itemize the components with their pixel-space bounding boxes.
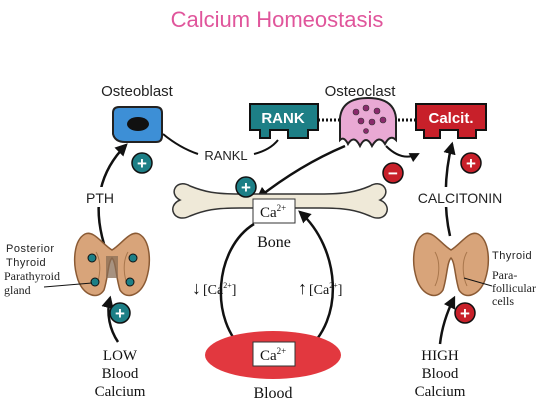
pth-label: PTH — [86, 190, 114, 206]
svg-text:+: + — [466, 154, 476, 173]
calcit-plus-badge: + — [460, 152, 482, 174]
left-gland-line4: gland — [4, 283, 31, 297]
low-calcium-line1: LOW — [103, 348, 138, 364]
osteoclast-minus-badge: − — [382, 162, 404, 184]
left-gland-line2: Thyroid — [6, 257, 46, 269]
left-gland-line1: Posterior — [6, 243, 55, 255]
thyroid-plus-badge: + — [454, 302, 476, 324]
svg-text:↑[Ca2+]: ↑[Ca2+] — [298, 278, 342, 298]
osteoclast-cell — [339, 96, 397, 149]
blood-calcium-symbol: Ca — [260, 348, 277, 364]
blood-label: Blood — [253, 385, 292, 402]
bone-calcium-box — [252, 198, 296, 224]
bone-calcium-symbol: Ca — [260, 205, 277, 221]
flow-increase-arrow: ↑ — [298, 278, 307, 298]
flow-increase-close: ] — [338, 283, 343, 298]
svg-text:+: + — [460, 304, 470, 323]
rank-receptor: RANK — [249, 103, 319, 139]
svg-text:Ca2+: Ca2+ — [260, 203, 286, 221]
svg-text:+: + — [115, 304, 125, 323]
thyroid-gland — [412, 232, 490, 297]
flow-decrease-charge: 2+ — [223, 281, 232, 290]
rankl-label: RANKL — [204, 148, 247, 163]
osteoblast-rankl-line — [162, 133, 199, 155]
calcitonin-label: CALCITONIN — [418, 190, 503, 206]
flow-increase-text: [Ca — [309, 283, 330, 298]
bone-plus-badge: + — [235, 176, 257, 198]
page-title: Calcium Homeostasis — [171, 7, 384, 32]
osteoblast-cell — [112, 106, 163, 143]
svg-text:+: + — [241, 178, 251, 197]
low-calcium-line2: Blood — [102, 366, 139, 382]
rank-label: RANK — [261, 110, 304, 127]
flow-decrease-arrow: ↓ — [192, 278, 201, 298]
osteoclast-to-bone-arrow — [256, 144, 346, 200]
low-calcium-line3: Calcium — [95, 384, 146, 400]
calcit-label: Calcit. — [428, 110, 473, 127]
bone-calcium-charge: 2+ — [277, 203, 287, 213]
high-calcium-arrow — [438, 295, 456, 345]
right-gland-line1: Thyroid — [492, 250, 532, 262]
svg-text:+: + — [137, 154, 147, 173]
parathyroid-plus-badge: + — [109, 302, 131, 324]
osteoblast-plus-badge: + — [131, 152, 153, 174]
svg-text:↓[Ca2+]: ↓[Ca2+] — [192, 278, 236, 298]
svg-text:−: − — [388, 164, 398, 183]
left-gland-line3: Parathyroid — [4, 269, 60, 283]
calcit-inhibit-arrow — [385, 145, 420, 163]
flow-decrease-close: ] — [232, 283, 237, 298]
rankl-rank-line — [253, 139, 279, 155]
high-calcium-line3: Calcium — [415, 384, 466, 400]
high-calcium-line1: HIGH — [421, 348, 459, 364]
blood-calcium-box — [252, 341, 296, 367]
flow-decrease-text: [Ca — [203, 283, 224, 298]
right-gland-line3: follicular — [492, 281, 536, 295]
osteoclast-label: Osteoclast — [325, 83, 397, 100]
high-calcium-line2: Blood — [422, 366, 459, 382]
calcitonin-receptor: Calcit. — [415, 103, 487, 139]
parathyroid-pointer — [43, 282, 93, 288]
osteoblast-label: Osteoblast — [101, 83, 174, 100]
right-gland-line2: Para- — [492, 268, 517, 282]
blood-calcium-charge: 2+ — [277, 346, 287, 356]
flow-increase-charge: 2+ — [329, 281, 338, 290]
svg-text:Ca2+: Ca2+ — [260, 346, 286, 364]
parafollicular-pointer — [463, 277, 493, 287]
right-gland-line4: cells — [492, 294, 514, 308]
parathyroid-gland — [73, 232, 151, 297]
low-calcium-arrow — [101, 295, 120, 343]
bone-label: Bone — [257, 234, 291, 251]
